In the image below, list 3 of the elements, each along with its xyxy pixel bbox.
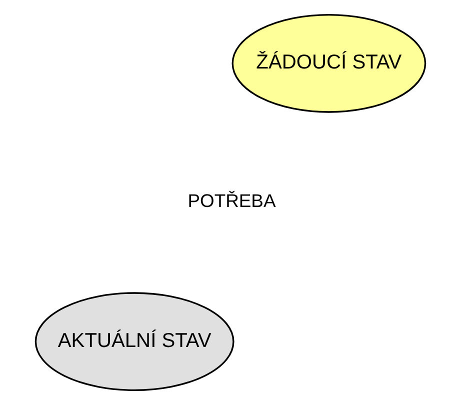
label: POTŘEBA [187,190,276,212]
node-ellipse: ŽÁDOUCÍ STAV [231,14,426,113]
node-ellipse: AKTUÁLNÍ STAV [34,292,234,392]
